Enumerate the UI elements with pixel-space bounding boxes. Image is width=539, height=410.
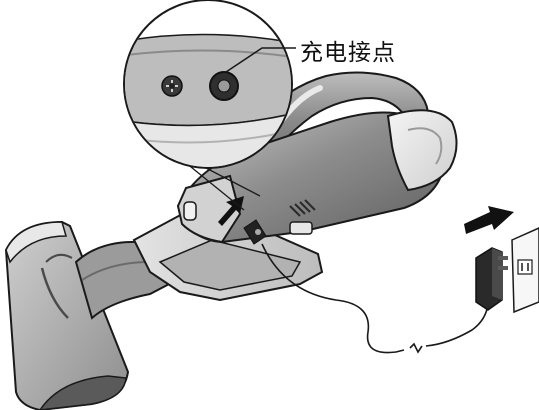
power-adapter-icon — [476, 248, 508, 310]
screw-icon — [162, 76, 182, 96]
charging-contact-label: 充电接点 — [300, 33, 396, 67]
charging-contact-icon — [210, 72, 238, 100]
plug-in-arrow-icon — [464, 206, 514, 234]
wall-outlet-icon — [512, 228, 539, 312]
release-button — [184, 202, 196, 220]
